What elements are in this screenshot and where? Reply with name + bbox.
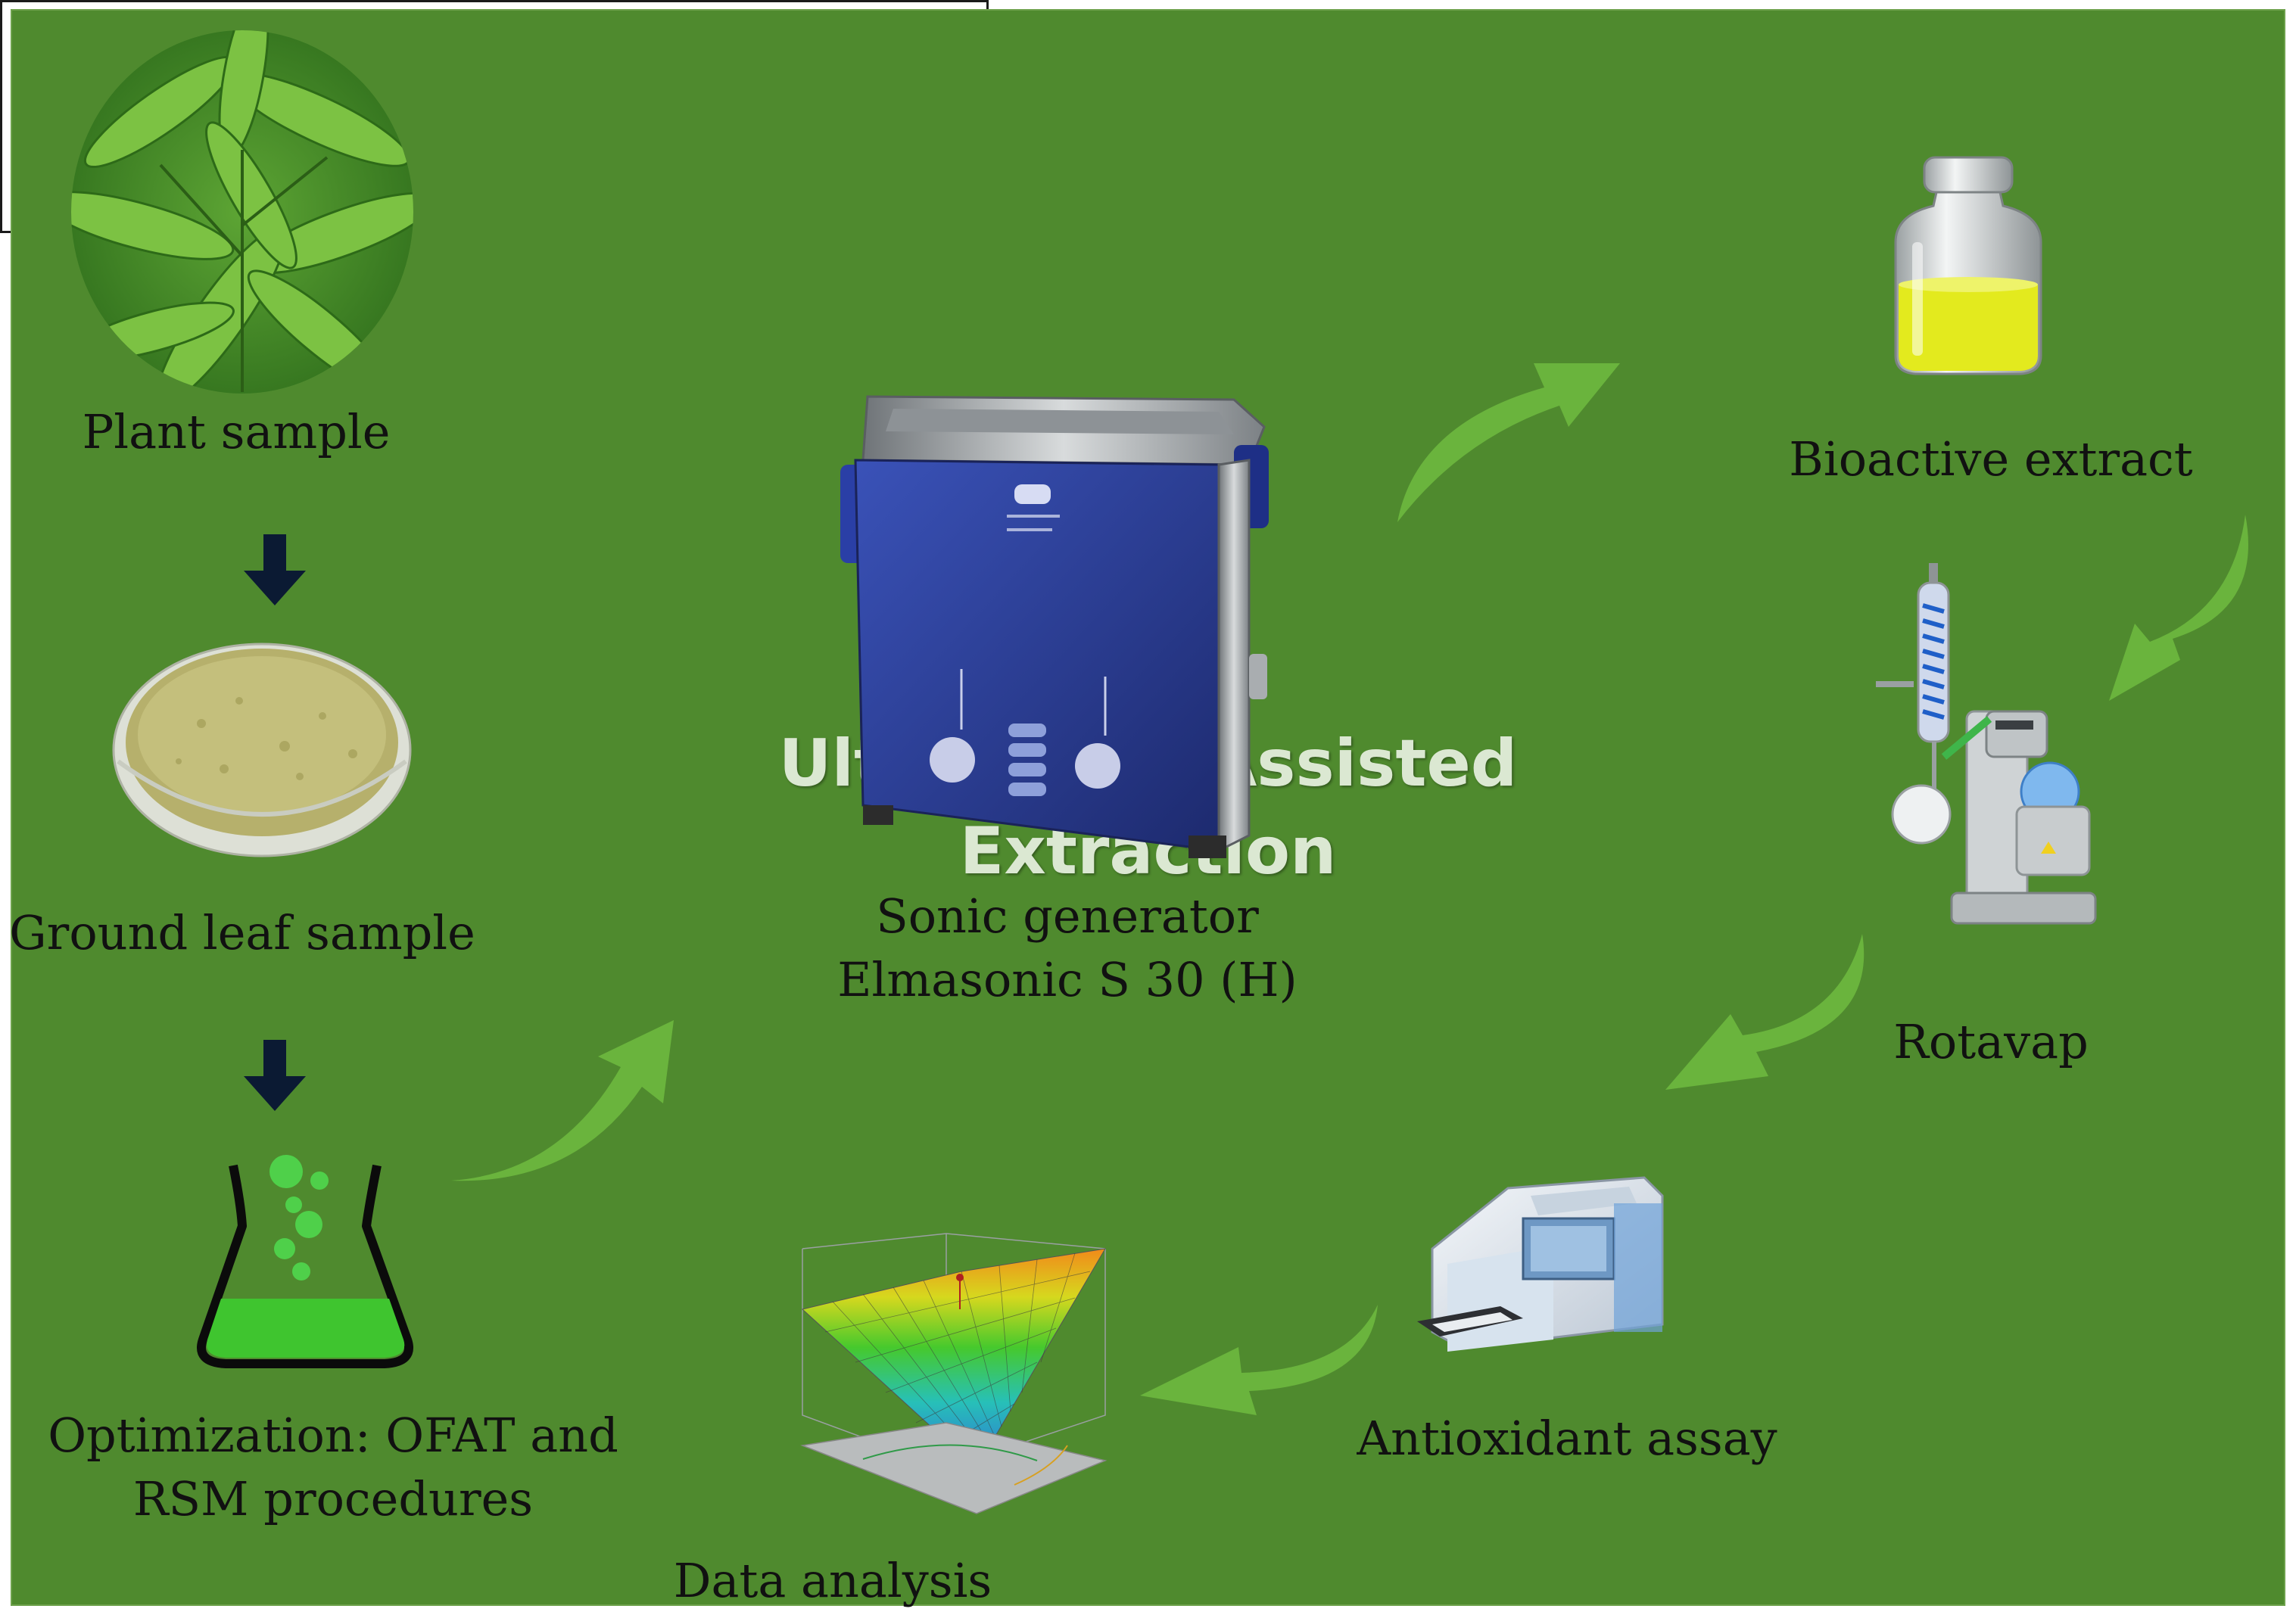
powder-dish-icon bbox=[112, 643, 412, 857]
antioxidant-assay-label: Antioxidant assay bbox=[1357, 1411, 1777, 1466]
sonic-generator-label-line1: Sonic generator bbox=[876, 888, 1259, 944]
down-arrow-icon bbox=[244, 534, 306, 605]
erlenmeyer-flask-icon bbox=[197, 1155, 413, 1368]
response-surface-plot-icon bbox=[800, 1233, 1108, 1514]
curved-arrow-icon bbox=[451, 1020, 674, 1181]
down-arrow-icon bbox=[244, 1040, 306, 1111]
curved-arrow-icon bbox=[1140, 1305, 1378, 1415]
bioactive-extract-label: Bioactive extract bbox=[1789, 431, 2193, 487]
curved-arrow-icon bbox=[1397, 363, 1620, 522]
data-analysis-label: Data analysis bbox=[673, 1553, 992, 1608]
curved-arrow-icon bbox=[1665, 934, 1865, 1090]
microplate-reader-icon bbox=[1417, 1176, 1664, 1352]
optimization-label-line2: RSM procedures bbox=[132, 1471, 534, 1526]
ultrasonic-bath-icon bbox=[840, 395, 1269, 858]
rotavap-label: Rotavap bbox=[1893, 1014, 2089, 1069]
plant-sample-label: Plant sample bbox=[82, 404, 391, 459]
extract-vial-icon bbox=[1894, 156, 2042, 375]
leaf-photo-icon bbox=[71, 30, 413, 394]
curved-arrow-icon bbox=[2109, 515, 2248, 701]
optimization-label-line1: Optimization: OFAT and bbox=[48, 1408, 618, 1463]
sonic-generator-label-line2: Elmasonic S 30 (H) bbox=[837, 952, 1298, 1007]
rotary-evaporator-icon bbox=[1876, 563, 2097, 925]
ground-leaf-sample-label: Ground leaf sample bbox=[9, 905, 475, 960]
